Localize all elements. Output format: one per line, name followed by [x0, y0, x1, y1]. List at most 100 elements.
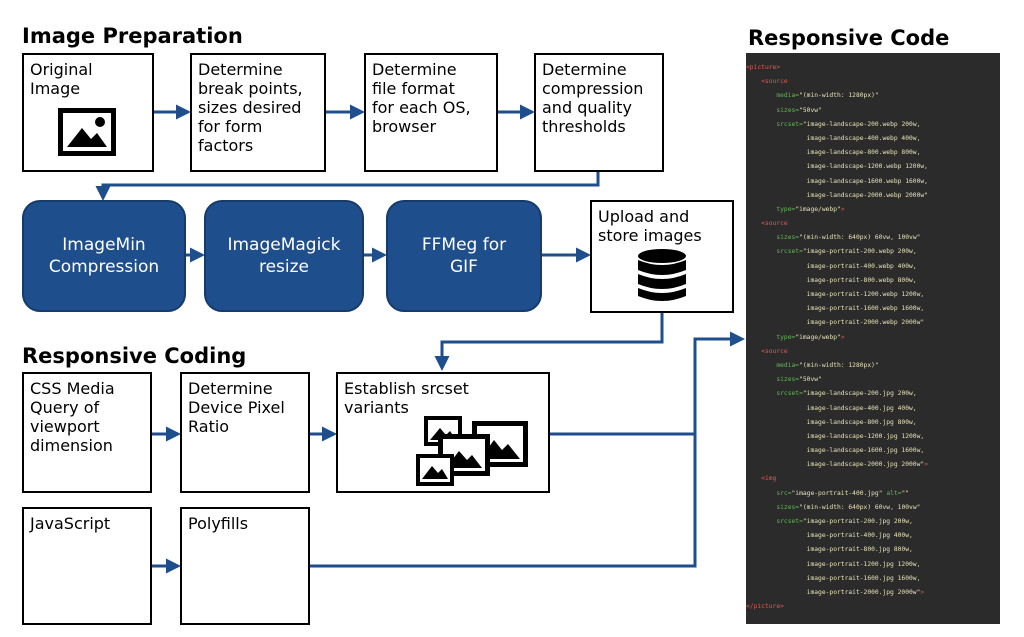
code-line: image-landscape-2000.jpg 2000w"> [746, 458, 1000, 472]
code-token [746, 220, 761, 227]
device-pixel-ratio-label: Determine Device Pixel Ratio [188, 379, 285, 436]
code-token: "50vw" [799, 106, 822, 114]
code-token: srcset= [776, 248, 803, 256]
file-format-box: Determine file format for each OS, brows… [364, 53, 498, 172]
javascript-label: JavaScript [30, 514, 111, 533]
code-token: image-landscape-2000.jpg 2000w" [746, 461, 925, 469]
arrow-upload-to-srcset [434, 313, 664, 371]
code-token: image-landscape-400.jpg 400w, [746, 404, 917, 412]
file-format-label: Determine file format for each OS, brows… [372, 60, 471, 136]
code-token [746, 234, 776, 241]
code-token: <img [761, 475, 777, 483]
code-token: srcset= [776, 390, 803, 398]
code-line: image-portrait-400.jpg 400w, [746, 529, 1000, 543]
javascript-box: JavaScript [22, 507, 152, 625]
code-token: "(min-width: 1280px)" [799, 361, 879, 369]
code-token: srcset= [776, 518, 803, 525]
code-line: <picture> [746, 61, 1000, 75]
arrow-compression-to-imagemin [95, 172, 600, 201]
code-token [746, 490, 776, 497]
code-line: media="(min-width: 1280px)" [746, 89, 1000, 103]
code-token [746, 348, 761, 355]
code-line: src="image-portrait-400.jpg" alt="" [746, 487, 1000, 501]
code-token: srcset= [776, 120, 803, 128]
responsive-code-heading: Responsive Code [748, 26, 950, 50]
code-line: srcset="image-landscape-200.webp 200w, [746, 118, 1000, 132]
code-line: type="image/webp"> [746, 203, 1000, 217]
code-token: sizes= [776, 234, 800, 242]
code-token: "image-portrait-400.jpg" [791, 489, 883, 497]
code-token: image-landscape-800.jpg 800w, [746, 418, 917, 426]
code-line: <source [746, 75, 1000, 89]
code-token: "image-landscape-200.jpg 200w, [802, 390, 917, 398]
compression-box: Determine compression and quality thresh… [534, 53, 664, 172]
image-stack-icon [416, 416, 528, 486]
code-line: srcset="image-portrait-200.webp 200w, [746, 245, 1000, 259]
code-token: </picture> [746, 603, 784, 611]
code-token: media= [776, 92, 800, 100]
code-token: image-portrait-1600.jpg 1600w, [746, 574, 921, 582]
code-token: <source [761, 220, 788, 228]
code-line: sizes="(min-width: 640px) 60vw, 100vw" [746, 501, 1000, 515]
code-line: image-landscape-1200.jpg 1200w, [746, 430, 1000, 444]
code-token: > [920, 588, 925, 596]
code-line: image-landscape-400.jpg 400w, [746, 402, 1000, 416]
code-token: > [840, 333, 845, 341]
code-line: image-landscape-800.webp 800w, [746, 146, 1000, 160]
code-token: "(min-width: 640px) 60vw, 100vw" [799, 234, 921, 242]
code-token [746, 78, 761, 85]
breakpoints-box: Determine break points, sizes desired fo… [190, 53, 326, 172]
code-token: "image-landscape-200.webp 200w, [802, 120, 921, 128]
compression-label: Determine compression and quality thresh… [542, 60, 644, 136]
code-token: image-portrait-1200.jpg 1200w, [746, 560, 921, 568]
code-line: srcset="image-landscape-200.jpg 200w, [746, 387, 1000, 401]
code-token: image-portrait-1600.webp 1600w, [746, 305, 925, 313]
code-line: <source [746, 345, 1000, 359]
code-line: image-portrait-2000.jpg 2000w"> [746, 586, 1000, 600]
code-token: image-landscape-800.webp 800w, [746, 149, 921, 157]
code-token: sizes= [776, 376, 800, 384]
arrow-polyfills-to-code [310, 331, 745, 568]
imagemin-compression-box: ImageMin Compression [22, 200, 186, 312]
srcset-variants-label: Establish srcset variants [344, 379, 469, 417]
ffmpeg-label: FFMeg for GIF [421, 235, 507, 277]
code-line: image-portrait-1200.webp 1200w, [746, 288, 1000, 302]
polyfills-label: Polyfills [188, 514, 249, 533]
code-line: image-portrait-800.webp 800w, [746, 274, 1000, 288]
code-line: image-landscape-2000.webp 2000w" [746, 189, 1000, 203]
image-preparation-heading: Image Preparation [22, 24, 243, 48]
code-token: type= [776, 205, 796, 213]
code-token: <source [761, 347, 788, 355]
upload-store-label: Upload and store images [598, 207, 702, 245]
code-token: image-portrait-2000.jpg 2000w" [746, 588, 921, 596]
code-line: image-portrait-2000.webp 2000w" [746, 316, 1000, 330]
code-line: image-portrait-1600.webp 1600w, [746, 302, 1000, 316]
code-token: > [924, 461, 928, 469]
code-line: image-portrait-1200.jpg 1200w, [746, 558, 1000, 572]
code-line: image-landscape-800.jpg 800w, [746, 416, 1000, 430]
code-token: "" [901, 489, 910, 497]
code-token [746, 107, 776, 114]
breakpoints-label: Determine break points, sizes desired fo… [198, 60, 303, 155]
css-media-query-box: CSS Media Query of viewport dimension [22, 372, 152, 493]
responsive-code-panel: <picture> <source media="(min-width: 128… [746, 53, 1000, 624]
code-token: image-landscape-1200.jpg 1200w, [746, 432, 925, 440]
code-line: image-portrait-1600.jpg 1600w, [746, 572, 1000, 586]
code-token [746, 475, 761, 482]
code-line: image-landscape-1600.jpg 1600w, [746, 444, 1000, 458]
imagemagick-label: ImageMagick resize [227, 235, 341, 277]
code-line: sizes="50vw" [746, 104, 1000, 118]
code-token [746, 248, 776, 255]
code-line: sizes="(min-width: 640px) 60vw, 100vw" [746, 231, 1000, 245]
code-token [746, 334, 776, 341]
code-token: image-landscape-1600.webp 1600w, [746, 177, 928, 185]
code-line: <img [746, 472, 1000, 486]
code-token: "(min-width: 1280px)" [799, 92, 879, 100]
code-token: image-landscape-1600.jpg 1600w, [746, 447, 925, 455]
code-token [746, 376, 776, 383]
code-token: sizes= [776, 503, 800, 511]
code-line: image-portrait-800.jpg 800w, [746, 543, 1000, 557]
code-line: <source [746, 217, 1000, 231]
code-token: "image-portrait-200.jpg 200w, [802, 518, 913, 525]
